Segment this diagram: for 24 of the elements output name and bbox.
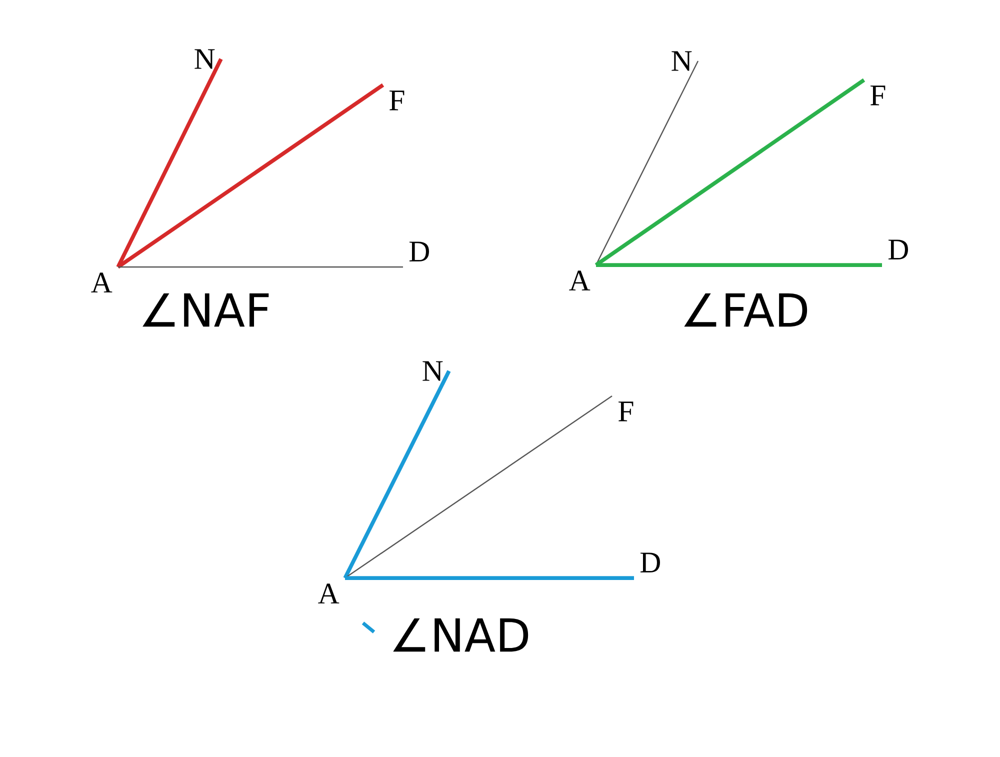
point-label: N — [194, 49, 215, 69]
line-segment — [594, 78, 866, 267]
line-segment — [596, 263, 882, 267]
point-label: F — [870, 86, 886, 106]
line-segment — [118, 266, 403, 268]
point-label: D — [640, 552, 660, 572]
angle-label: ∠NAF — [142, 293, 269, 327]
point-label: F — [618, 402, 634, 422]
line-segment — [595, 60, 699, 266]
line-segment — [344, 396, 612, 579]
angle-label: ∠FAD — [684, 293, 808, 327]
point-label: D — [409, 242, 429, 262]
point-label: F — [389, 90, 404, 110]
point-label: N — [422, 361, 443, 381]
point-label: A — [91, 272, 112, 292]
line-segment — [343, 370, 451, 579]
point-label: N — [672, 51, 692, 71]
point-label: D — [888, 240, 908, 260]
point-label: A — [318, 584, 340, 604]
point-label: A — [569, 270, 590, 290]
angle-label: ∠NAD — [393, 618, 528, 652]
line-segment — [345, 576, 634, 580]
line-segment — [116, 58, 223, 268]
line-segment — [116, 83, 384, 269]
